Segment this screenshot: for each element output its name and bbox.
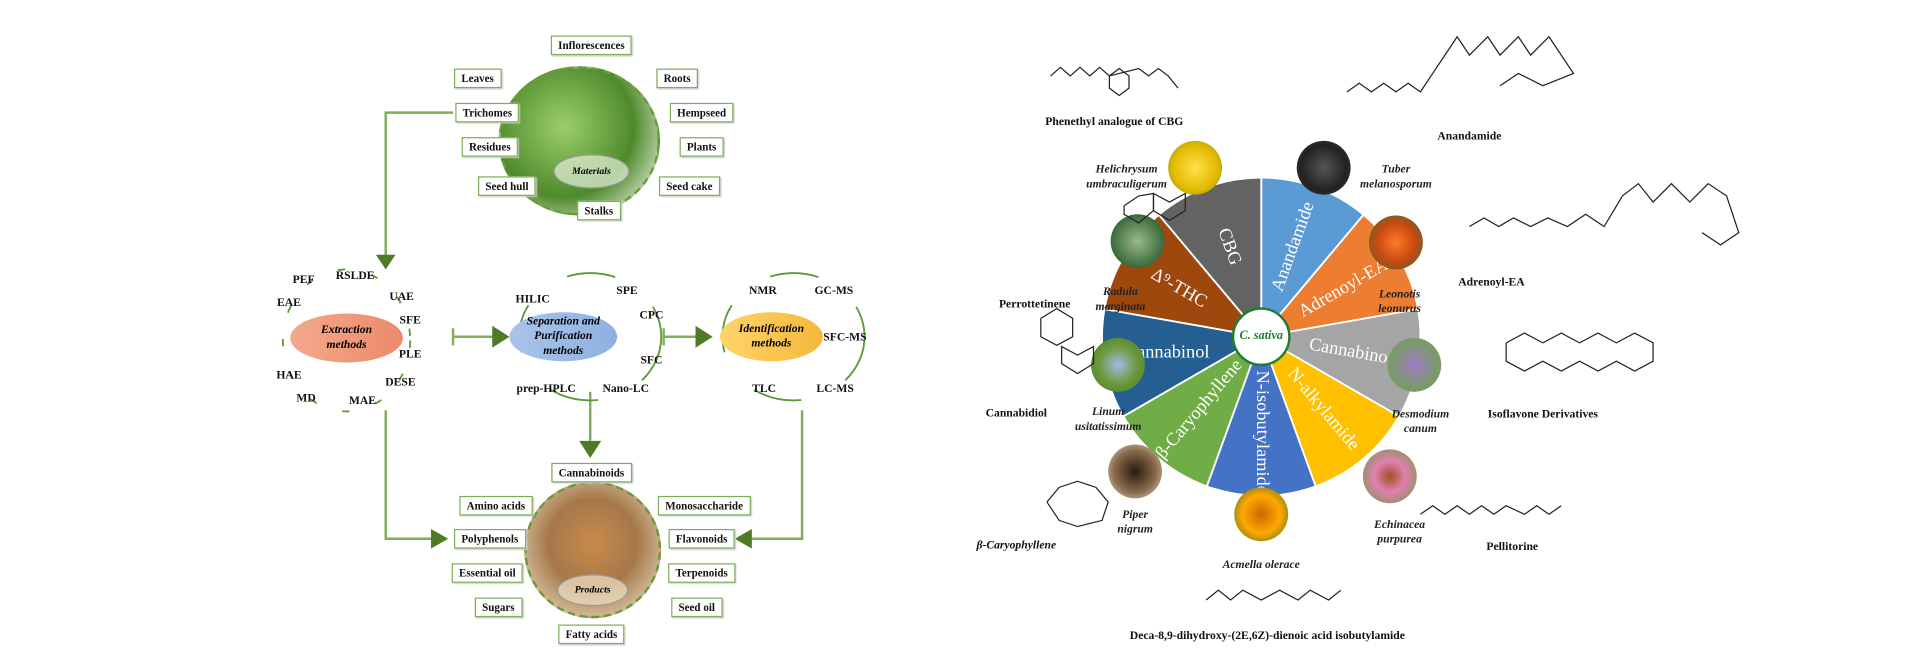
photo-leonotis [1368,215,1423,270]
method-nmr: NMR [748,285,777,298]
product-terpenoids: Terpenoids [668,563,736,583]
plant-linum: Linum usitatissimum [1074,406,1142,434]
photo-tuber [1296,140,1351,195]
material-plants: Plants [679,137,724,157]
method-rslde: RSLDE [335,270,375,283]
products-label: Products [557,574,629,607]
method-cpc: CPC [639,309,664,323]
photo-helichrysum [1168,140,1223,195]
arrow-identification-products [749,410,804,541]
plant-tuber: Tuber melanosporum [1360,164,1432,192]
method-lc-ms: LC-MS [816,383,854,396]
method-sfc-ms: SFC-MS [823,331,867,345]
photo-echinacea [1362,449,1417,504]
product-essential-oil: Essential oil [451,563,524,583]
wheel-center-label: C. sativa [1239,329,1284,343]
method-hilic: HILIC [515,293,550,307]
structure-cannabidiol [1061,345,1095,375]
method-gc-ms: GC-MS [814,285,854,298]
method-prep-hplc: prep-HPLC [516,383,576,396]
arrow-materials-extraction [384,111,454,258]
separation-methods: Separation and Purification methods [509,312,618,362]
plant-desmodium: Desmodium canum [1391,408,1450,436]
compound-isoflavone: Isoflavone Derivatives [1487,408,1598,422]
material-leaves: Leaves [453,68,502,89]
arrow-extraction-products [384,410,435,541]
wheel-center-logo: C. sativa [1231,307,1291,367]
method-pef: PEF [292,274,315,287]
material-stalks: Stalks [577,200,621,221]
method-spe: SPE [616,285,638,298]
photo-acmella [1234,487,1289,542]
structure-phenethyl-cbg [1050,66,1179,97]
structure-anandamide [1346,35,1575,93]
material-seed-hull: Seed hull [478,176,536,196]
wheel-segment-label: N-isobutylamide [1253,371,1273,494]
identification-methods: Identification methods [720,312,823,362]
method-mae: MAE [348,395,377,408]
compound-phenethyl-cbg: Phenethyl analogue of CBG [1045,116,1184,129]
structure-pellitorine [1420,504,1562,516]
product-flavonoids: Flavonoids [668,528,735,549]
photo-piper [1108,444,1163,499]
compound-adrenoyl-ea: Adrenoyl-EA [1458,276,1525,289]
product-monosaccharide: Monosaccharide [657,495,751,516]
structure-perrottetinene [1152,192,1186,222]
material-residues: Residues [461,137,518,157]
compound-caryophyllene: β-Caryophyllene [976,540,1057,553]
method-md: MD [296,393,316,406]
structure-isoflavone [1505,332,1654,372]
product-polyphenols: Polyphenols [453,528,526,549]
plant-radula: Radula marginata [1095,286,1146,314]
method-dese: DESE [385,377,416,390]
material-hempseed: Hempseed [669,102,734,123]
extraction-methods: Extraction methods [290,313,403,363]
photo-linum [1091,337,1145,392]
method-uae: UAE [389,291,414,304]
material-roots: Roots [656,68,698,89]
material-inflorescences: Inflorescences [550,35,633,56]
compound-deca-isobutylamide: Deca-8,9-dihydroxy-(2E,6Z)-dienoic acid … [1129,630,1405,643]
structure-adrenoyl-ea [1469,182,1740,246]
method-sfc: SFC [640,355,663,368]
structure-deca-isobutylamide [1205,589,1342,601]
method-sfe: SFE [399,314,421,327]
product-seed-oil: Seed oil [671,597,723,618]
plant-piper: Piper nigrum [1117,509,1153,537]
material-seed-cake: Seed cake [658,176,720,196]
compound-pellitorine: Pellitorine [1486,541,1539,554]
method-ple: PLE [398,348,422,362]
wheel-segment-label: Cannabinol [1125,342,1210,362]
method-tlc: TLC [752,383,777,396]
plant-helichrysum: Helichrysum umbraculigerum [1086,164,1167,192]
plant-leonotis: Leonotis leonurus [1378,288,1421,316]
materials-label: Materials [553,154,630,189]
compound-cannabidiol: Cannabidiol [985,407,1048,421]
product-fatty-acids: Fatty acids [558,624,625,645]
product-cannabinoids: Cannabinoids [551,462,632,483]
product-amino-acids: Amino acids [459,495,533,516]
method-hae: HAE [276,369,302,383]
photo-radula-marginata [1110,214,1165,269]
plant-echinacea: Echinacea purpurea [1374,519,1426,547]
product-sugars: Sugars [474,597,522,618]
material-trichomes: Trichomes [455,102,520,123]
method-nano-lc: Nano-LC [602,383,649,396]
wheel-segment-3 [1259,334,1401,488]
plant-acmella: Acmella olerace [1222,559,1300,572]
photo-desmodium [1387,337,1442,392]
compound-anandamide: Anandamide [1437,131,1502,144]
structure-caryophyllene [1046,480,1109,528]
compound-perrottetinene: Perrottetinene [998,298,1071,312]
method-eae: EAE [277,297,301,310]
